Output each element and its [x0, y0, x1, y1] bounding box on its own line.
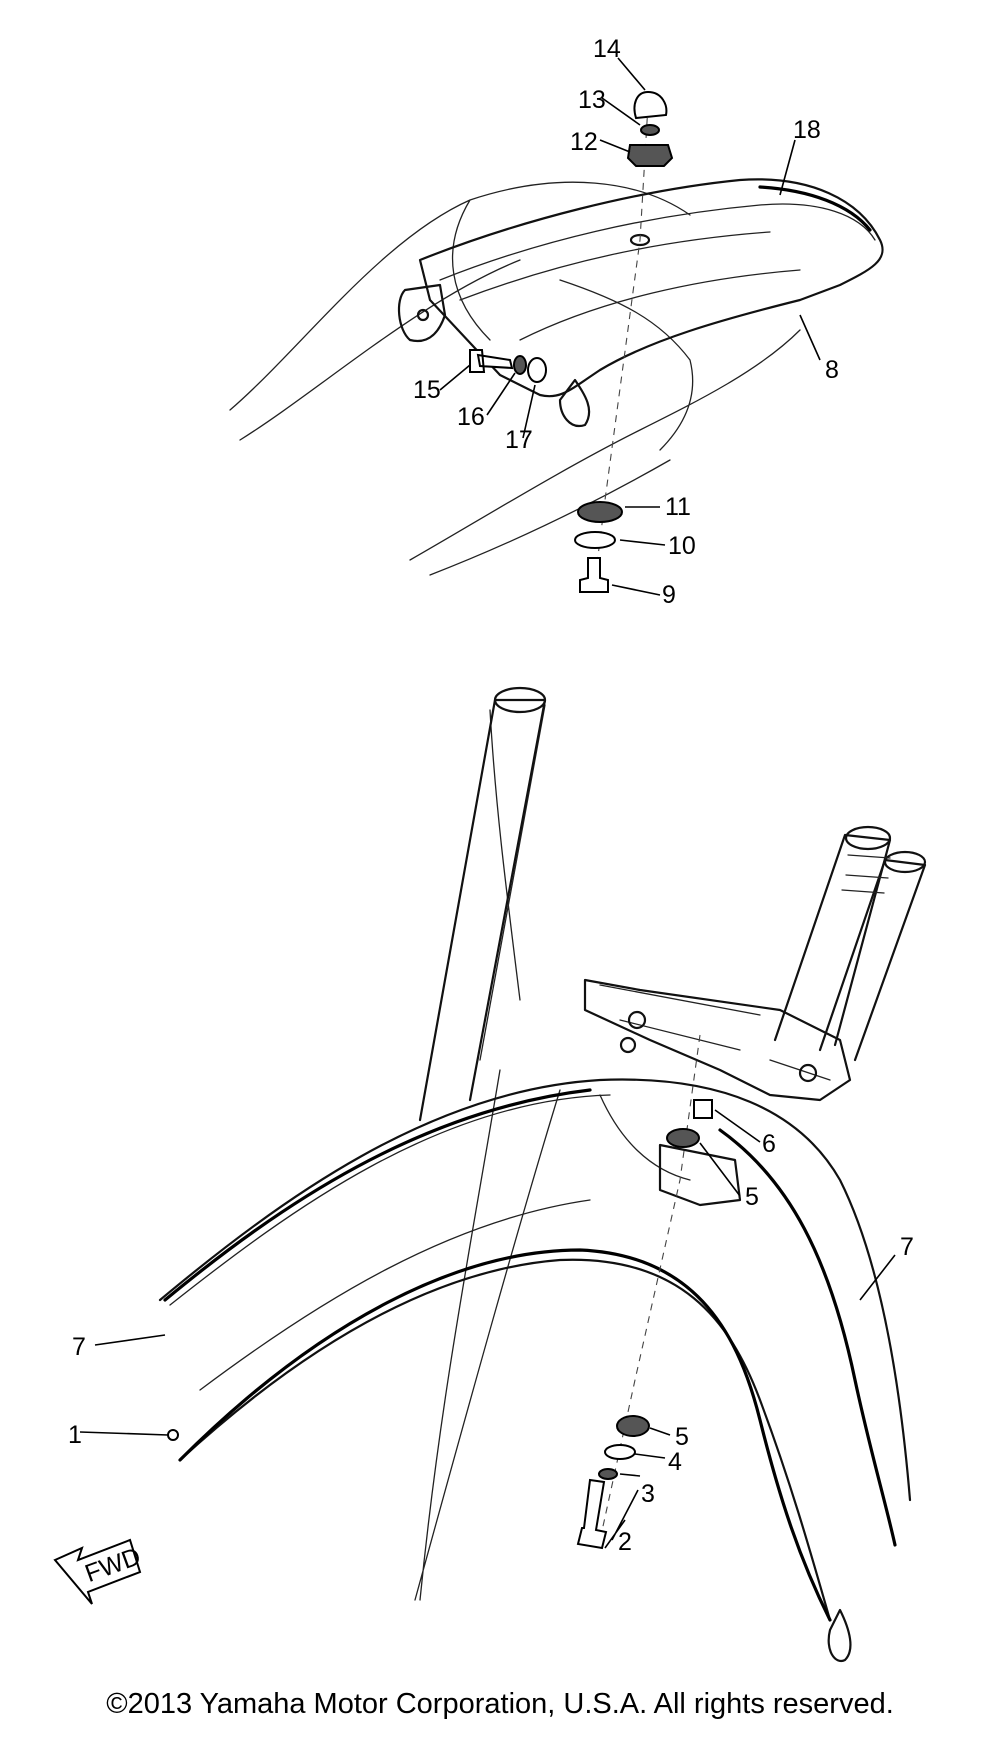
callout-17: 17 [505, 426, 533, 454]
callout-3: 3 [641, 1480, 655, 1508]
part-2-bolt [576, 1478, 608, 1550]
callout-6: 6 [762, 1130, 776, 1158]
rear-assembly-axis [594, 104, 649, 581]
part-13-washer [640, 124, 660, 136]
callout-11: 11 [665, 493, 691, 521]
lower-fork-bracket [583, 978, 852, 1102]
frame-ghost-lines [229, 181, 801, 576]
forward-direction-arrow [53, 1538, 142, 1605]
right-fork-outer-tube [818, 858, 927, 1062]
callout-5-upper: 5 [745, 1183, 759, 1211]
rear-fender-assembly [229, 57, 884, 596]
front-fender-mount-block [658, 1143, 742, 1207]
callout-labels: 14 13 12 18 8 15 16 17 11 10 9 6 5 7 7 1… [68, 35, 914, 1588]
callout-12: 12 [570, 128, 598, 156]
rear-fender-tab [397, 283, 447, 343]
part-17-washer [527, 357, 547, 383]
part-10-washer [574, 531, 616, 549]
callout-15: 15 [413, 376, 441, 404]
callout-1: 1 [68, 1421, 82, 1449]
front-assembly-axis [599, 1034, 701, 1541]
part-5-grommet-lower [616, 1415, 650, 1437]
callout-5-lower: 5 [675, 1423, 689, 1451]
callout-18: 18 [793, 116, 821, 144]
callout-14: 14 [593, 35, 621, 63]
callout-4: 4 [668, 1448, 682, 1476]
part-14-cap-nut [633, 90, 668, 120]
callout-7-left: 7 [72, 1333, 86, 1361]
front-fender-assembly [53, 686, 927, 1663]
rear-fender-stripe [758, 185, 872, 232]
callout-8: 8 [825, 356, 839, 384]
front-fender-rim [178, 1248, 832, 1622]
callout-9: 9 [662, 581, 676, 609]
part-11-grommet [577, 501, 623, 523]
part-3-lock-washer [598, 1468, 618, 1480]
front-fender-stripe [163, 1088, 592, 1302]
part-5-grommet-upper [666, 1128, 700, 1148]
callout-7-right: 7 [900, 1233, 914, 1261]
left-fork-stanchion [418, 698, 547, 1122]
front-fender-body [158, 1078, 912, 1622]
callout-13: 13 [578, 86, 606, 114]
part-6-spacer [693, 1099, 713, 1119]
fork-tubes-ghost [414, 704, 561, 1601]
part-15-bolt [469, 349, 514, 373]
part-16-lock-washer [513, 355, 527, 375]
copyright-notice: ©2013 Yamaha Motor Corporation, U.S.A. A… [106, 1688, 894, 1720]
callout-10: 10 [668, 532, 696, 560]
part-12-grommet-nut [626, 144, 674, 167]
rear-fender-body [418, 178, 884, 398]
part-9-bolt [579, 557, 609, 593]
callout-16: 16 [457, 403, 485, 431]
callout-2: 2 [618, 1528, 632, 1556]
part-4-washer [604, 1444, 636, 1460]
part-1-rivet [167, 1429, 179, 1441]
